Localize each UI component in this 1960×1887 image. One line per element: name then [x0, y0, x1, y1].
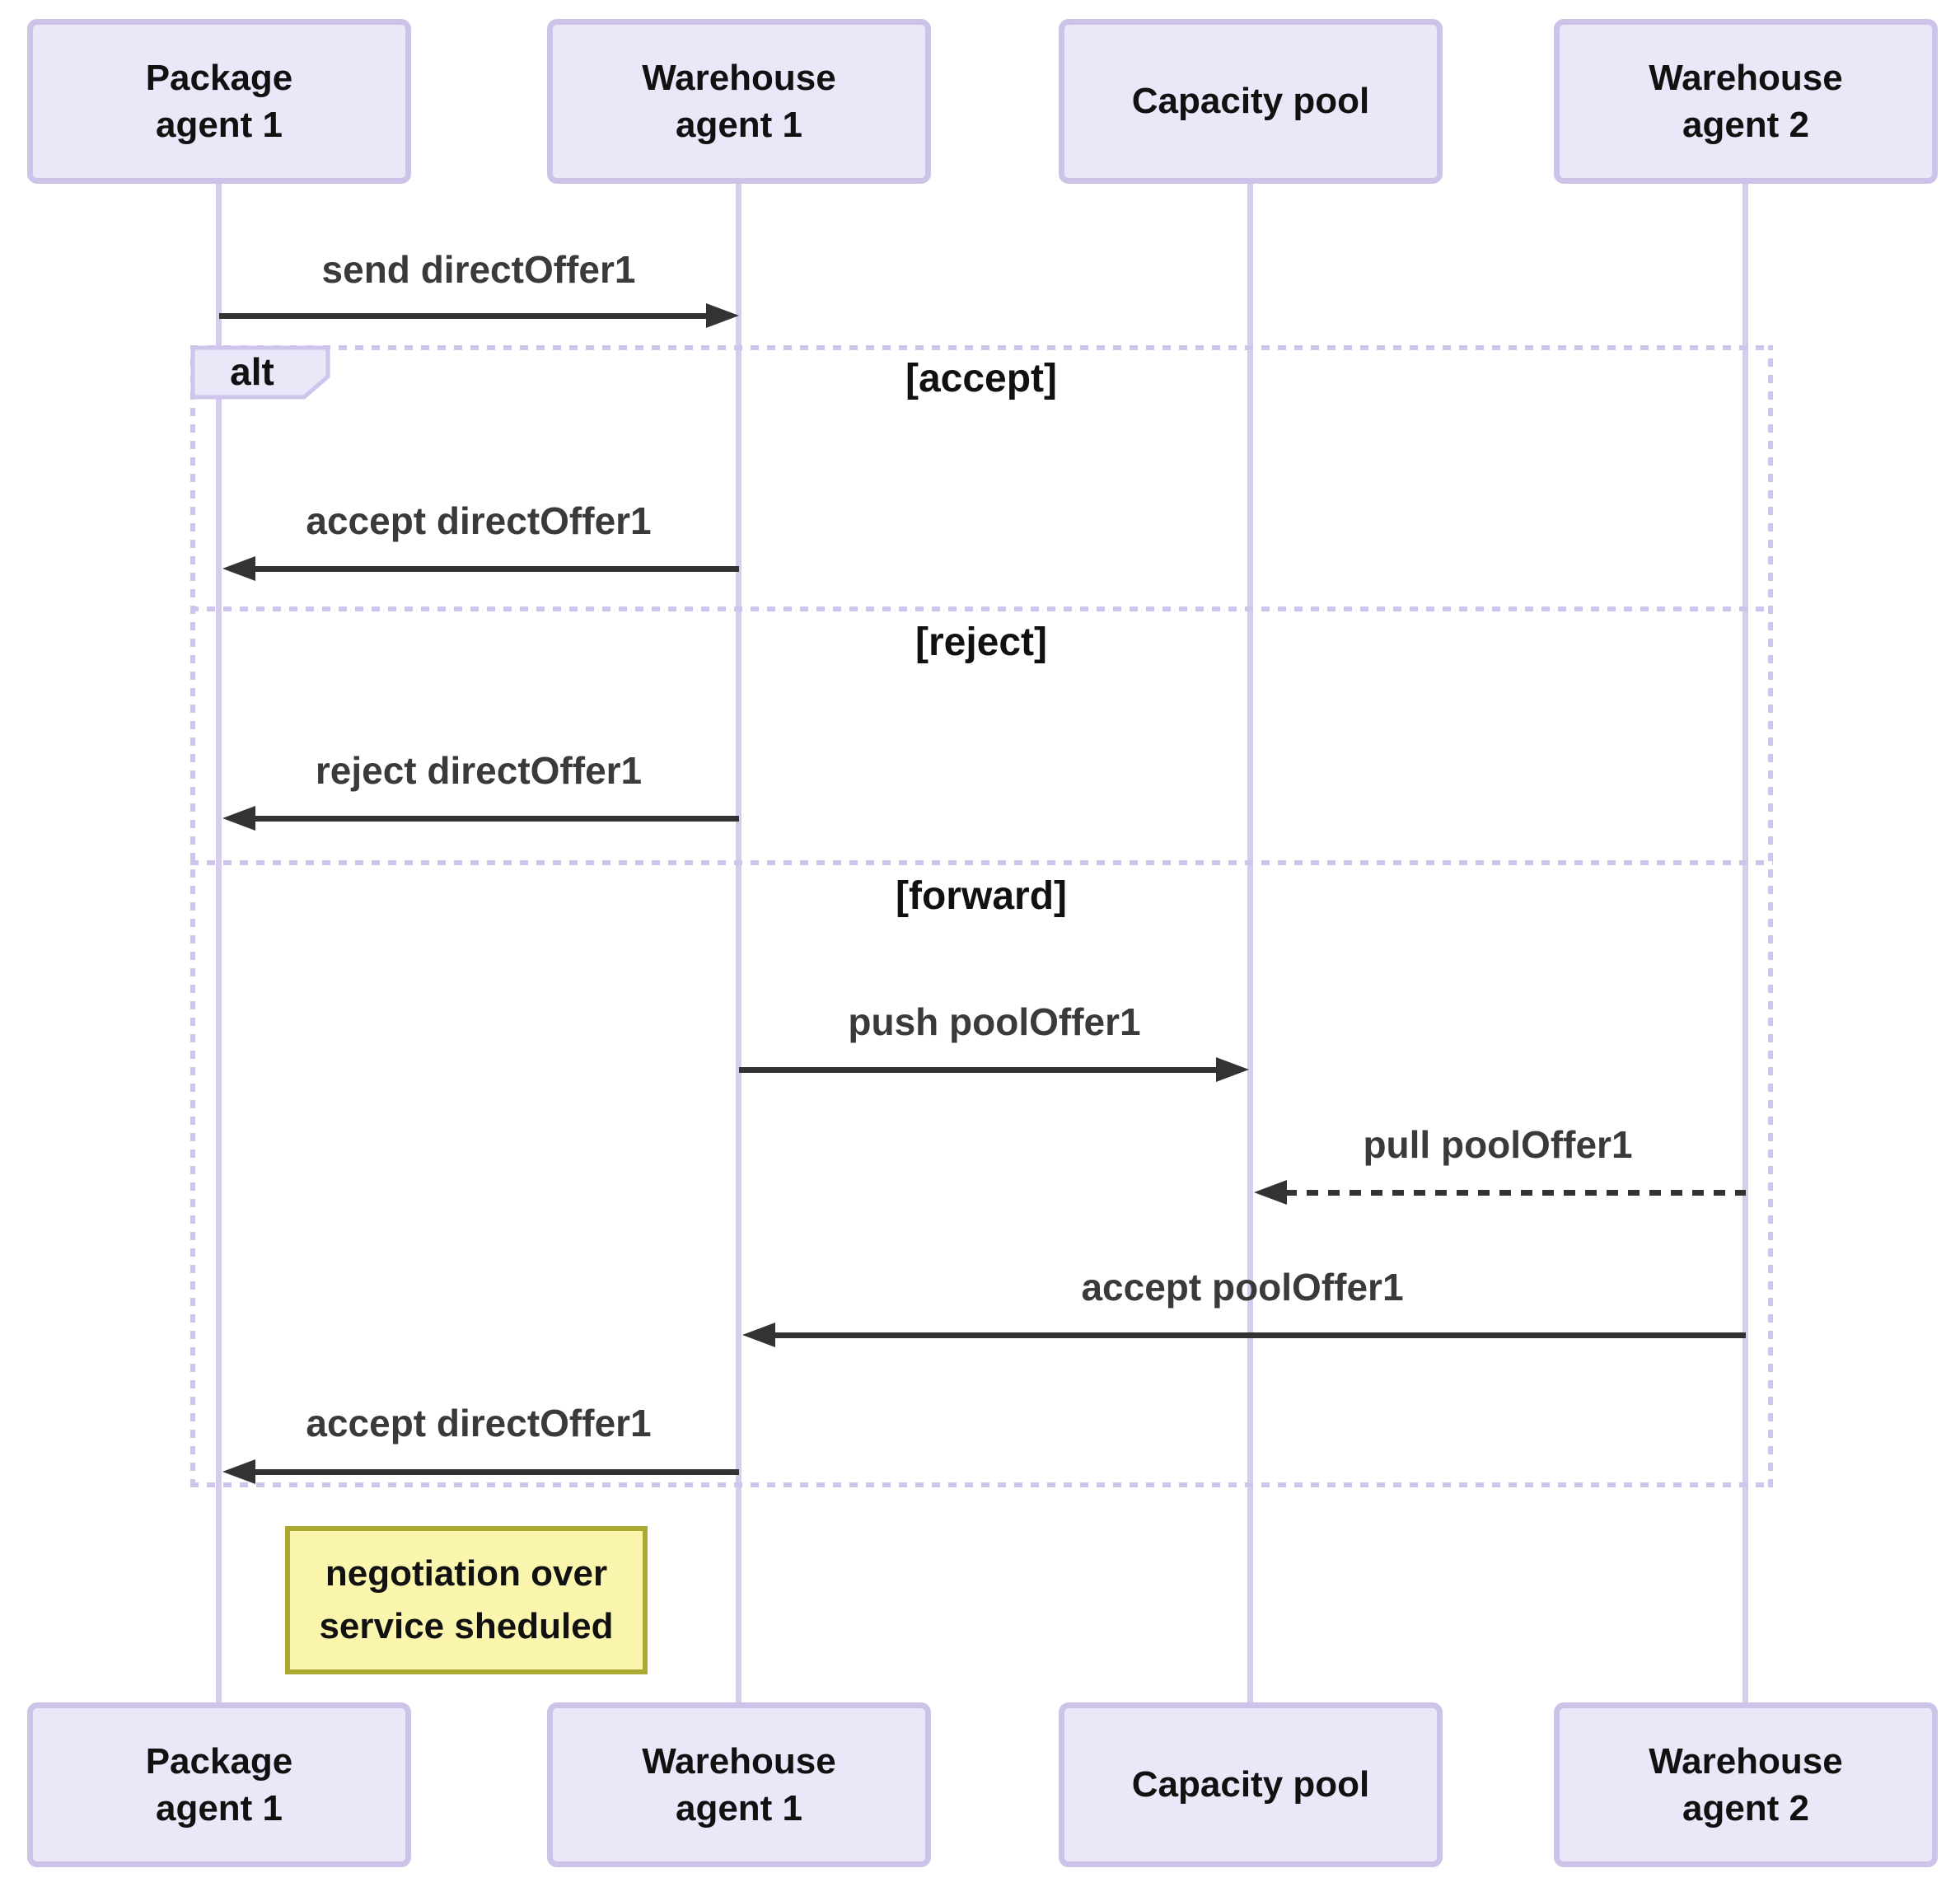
participant-bottom-package-agent-1: Package agent 1	[27, 1702, 411, 1867]
message-arrow-accept-directoffer1-final	[252, 1469, 739, 1475]
participant-top-capacity-pool: Capacity pool	[1059, 19, 1443, 184]
message-label-accept-directoffer1: accept directOffer1	[306, 499, 652, 542]
participant-label: Warehouse agent 2	[1649, 1740, 1843, 1828]
alt-operator-label: alt	[230, 350, 274, 393]
arrowhead-right-icon	[706, 303, 739, 328]
message-label-pull-pooloffer1: pull poolOffer1	[1363, 1123, 1633, 1166]
participant-bottom-capacity-pool: Capacity pool	[1059, 1702, 1443, 1867]
participant-top-package-agent-1: Package agent 1	[27, 19, 411, 184]
arrowhead-left-icon	[742, 1323, 775, 1347]
alt-divider-1	[190, 606, 1773, 611]
arrowhead-left-icon	[222, 1459, 255, 1484]
participant-bottom-warehouse-agent-1: Warehouse agent 1	[547, 1702, 931, 1867]
participant-label: Warehouse agent 2	[1649, 57, 1843, 145]
guard-accept: [accept]	[905, 357, 1058, 400]
message-arrow-pull-pooloffer1	[1285, 1190, 1746, 1196]
participant-label: Capacity pool	[1131, 81, 1370, 122]
arrowhead-left-icon	[1254, 1180, 1287, 1205]
message-label-send-directoffer1: send directOffer1	[321, 248, 636, 291]
guard-reject: [reject]	[915, 620, 1048, 664]
participant-label: Warehouse agent 1	[642, 1740, 836, 1828]
arrowhead-left-icon	[222, 556, 255, 581]
message-label-reject-directoffer1: reject directOffer1	[315, 749, 643, 792]
message-arrow-reject-directoffer1	[252, 816, 739, 822]
arrowhead-right-icon	[1216, 1057, 1249, 1082]
message-label-push-pooloffer1: push poolOffer1	[848, 1000, 1141, 1043]
alt-tag-shape	[190, 345, 330, 400]
message-arrow-accept-directoffer1	[252, 566, 739, 572]
participant-bottom-warehouse-agent-2: Warehouse agent 2	[1554, 1702, 1938, 1867]
alt-divider-2	[190, 860, 1773, 865]
message-label-accept-directoffer1-final: accept directOffer1	[306, 1402, 652, 1445]
message-arrow-push-pooloffer1	[739, 1067, 1218, 1073]
arrowhead-left-icon	[222, 806, 255, 831]
guard-forward: [forward]	[896, 874, 1067, 918]
alt-frame	[190, 345, 1773, 1487]
participant-label: Capacity pool	[1131, 1764, 1370, 1805]
note-text: negotiation over service sheduled	[319, 1553, 614, 1646]
participant-top-warehouse-agent-2: Warehouse agent 2	[1554, 19, 1938, 184]
message-arrow-accept-pooloffer1	[772, 1332, 1746, 1338]
participant-label: Package agent 1	[145, 1740, 293, 1828]
message-label-accept-pooloffer1: accept poolOffer1	[1081, 1266, 1404, 1309]
note-negotiation-over: negotiation over service sheduled	[285, 1526, 648, 1674]
message-arrow-send-directoffer1	[219, 313, 708, 319]
alt-operator-tag	[190, 345, 330, 400]
participant-label: Package agent 1	[145, 57, 293, 145]
participant-top-warehouse-agent-1: Warehouse agent 1	[547, 19, 931, 184]
participant-label: Warehouse agent 1	[642, 57, 836, 145]
